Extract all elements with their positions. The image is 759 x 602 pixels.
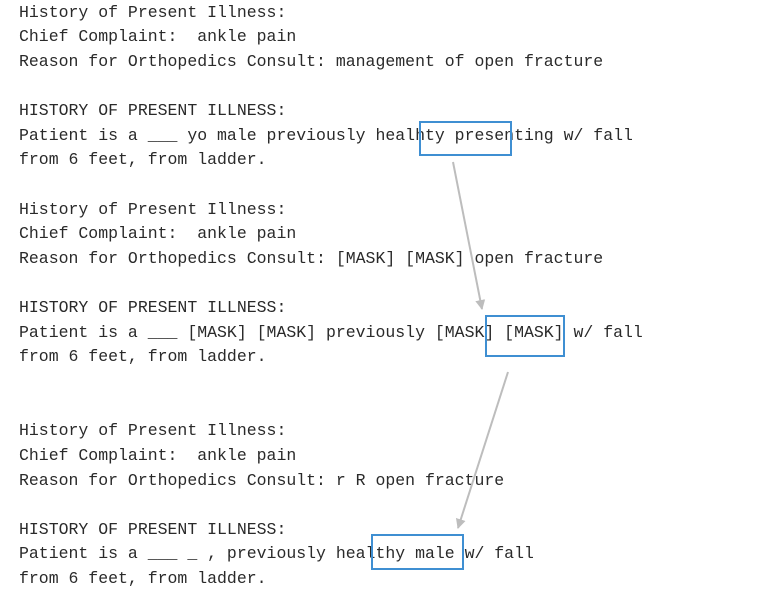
block1-line3: Reason for Orthopedics Consult: manageme… bbox=[19, 52, 604, 71]
block2-line3: Reason for Orthopedics Consult: [MASK] [… bbox=[19, 249, 604, 268]
highlight-box-mask bbox=[485, 315, 565, 357]
block3-line5: HISTORY OF PRESENT ILLNESS: bbox=[19, 520, 287, 539]
arrow-1 bbox=[452, 161, 486, 310]
block3-line7: from 6 feet, from ladder. bbox=[19, 569, 267, 588]
block2-line6: Patient is a ___ [MASK] [MASK] previousl… bbox=[19, 323, 643, 342]
block2-line7: from 6 feet, from ladder. bbox=[19, 347, 267, 366]
block2-line5: HISTORY OF PRESENT ILLNESS: bbox=[19, 298, 287, 317]
block1-line1: History of Present Illness: bbox=[19, 3, 287, 22]
block1-line5: HISTORY OF PRESENT ILLNESS: bbox=[19, 101, 287, 120]
arrow-2 bbox=[455, 371, 509, 529]
block2-line1: History of Present Illness: bbox=[19, 200, 287, 219]
highlight-box-healthy bbox=[371, 534, 464, 570]
block3-line6: Patient is a ___ _ , previously healthy … bbox=[19, 544, 534, 563]
block3-line2: Chief Complaint: ankle pain bbox=[19, 446, 297, 465]
block1-line2: Chief Complaint: ankle pain bbox=[19, 27, 297, 46]
block2-line2: Chief Complaint: ankle pain bbox=[19, 224, 297, 243]
block1-line7: from 6 feet, from ladder. bbox=[19, 150, 267, 169]
block1-line6: Patient is a ___ yo male previously heal… bbox=[19, 126, 633, 145]
block3-line3: Reason for Orthopedics Consult: r R open… bbox=[19, 471, 505, 490]
block3-line1: History of Present Illness: bbox=[19, 421, 287, 440]
highlight-box-healhty bbox=[419, 121, 512, 156]
